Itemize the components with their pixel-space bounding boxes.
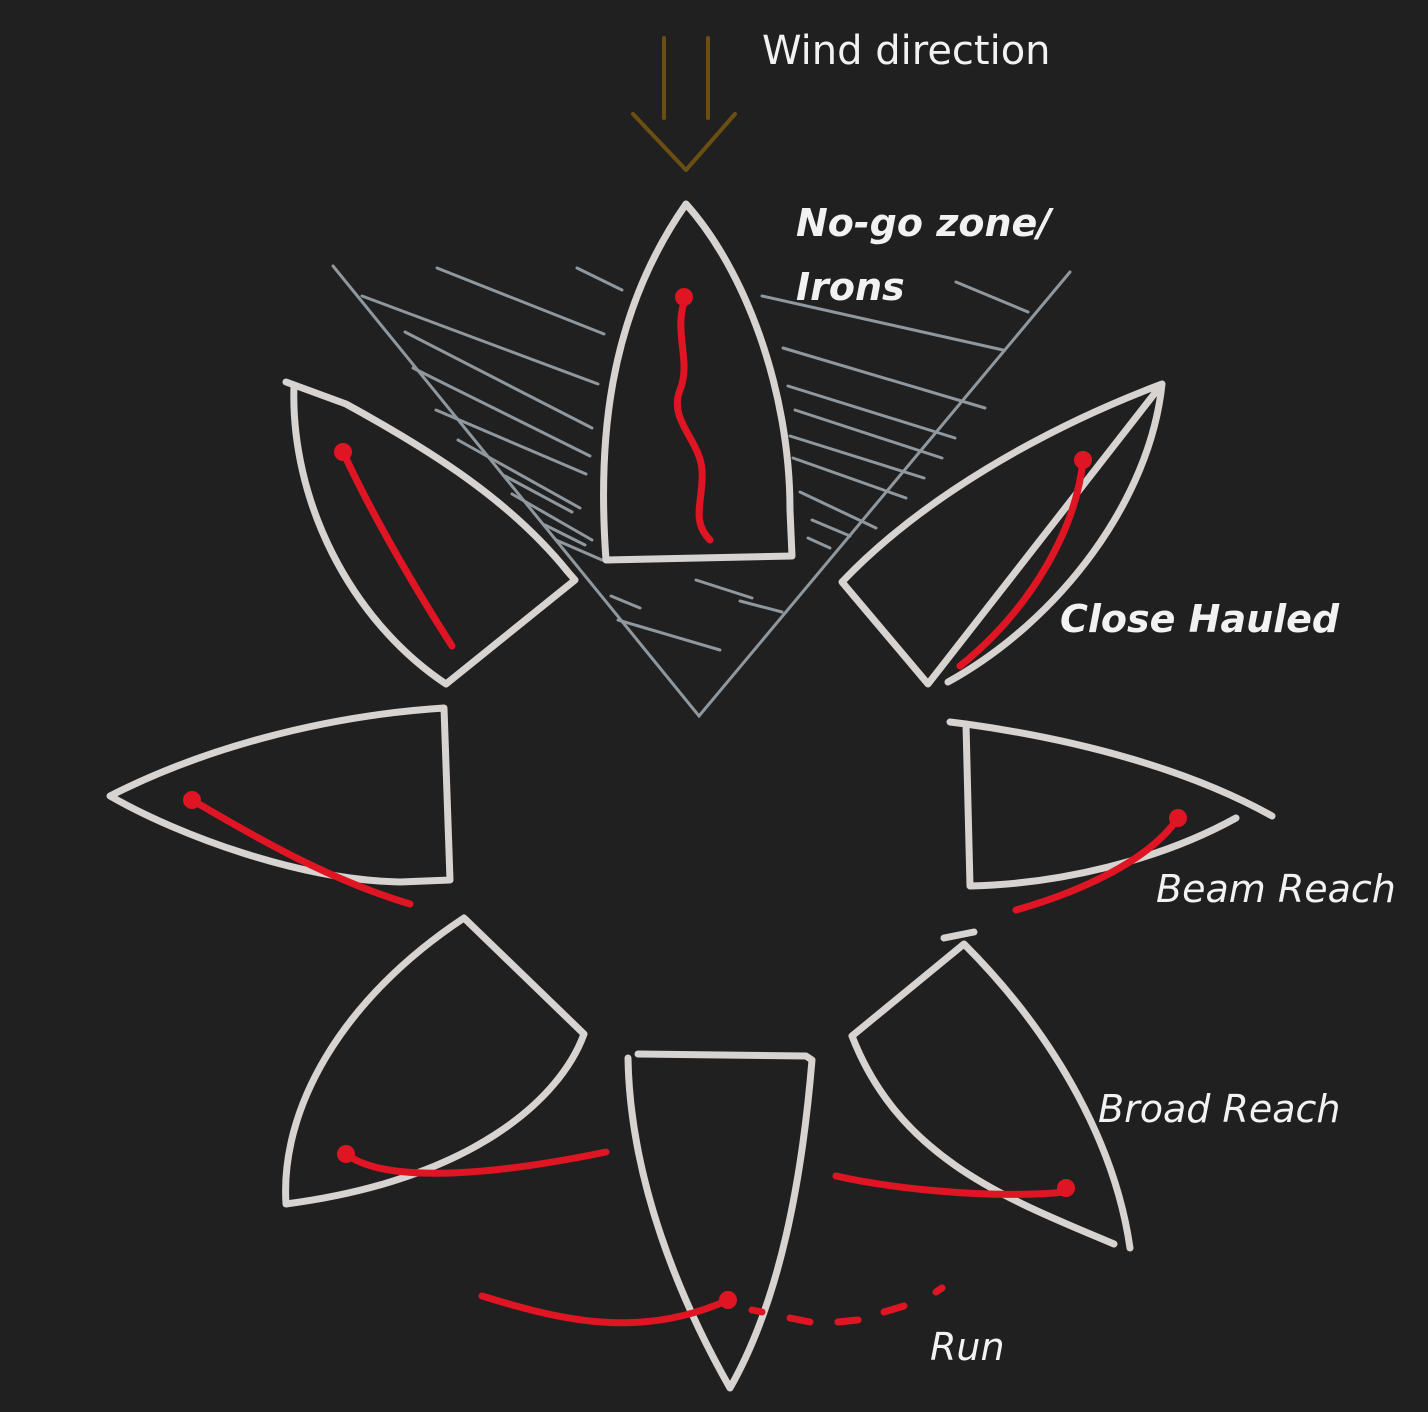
wind-arrow-icon	[631, 36, 737, 172]
no-go-zone-hatch	[331, 264, 1072, 719]
run-label: Run	[930, 1325, 1005, 1369]
boat-broad-reach-port	[282, 914, 610, 1208]
irons-label: Irons	[796, 265, 905, 309]
boat-run	[478, 1050, 946, 1392]
beam-reach-label: Beam Reach	[1156, 867, 1396, 911]
close-hauled-label: Close Hauled	[1060, 597, 1340, 641]
boat-close-hauled-port	[282, 378, 579, 688]
boat-beam-reach-starboard	[946, 718, 1276, 914]
boat-close-hauled-starboard	[838, 380, 1166, 688]
boat-in-irons	[599, 200, 796, 564]
boat-beam-reach-port	[106, 704, 454, 908]
no-go-zone-label: No-go zone/	[796, 201, 1054, 245]
broad-reach-label: Broad Reach	[1098, 1087, 1340, 1131]
wind-direction-label: Wind direction	[762, 28, 1051, 74]
boat-broad-reach-starboard	[832, 928, 1134, 1252]
